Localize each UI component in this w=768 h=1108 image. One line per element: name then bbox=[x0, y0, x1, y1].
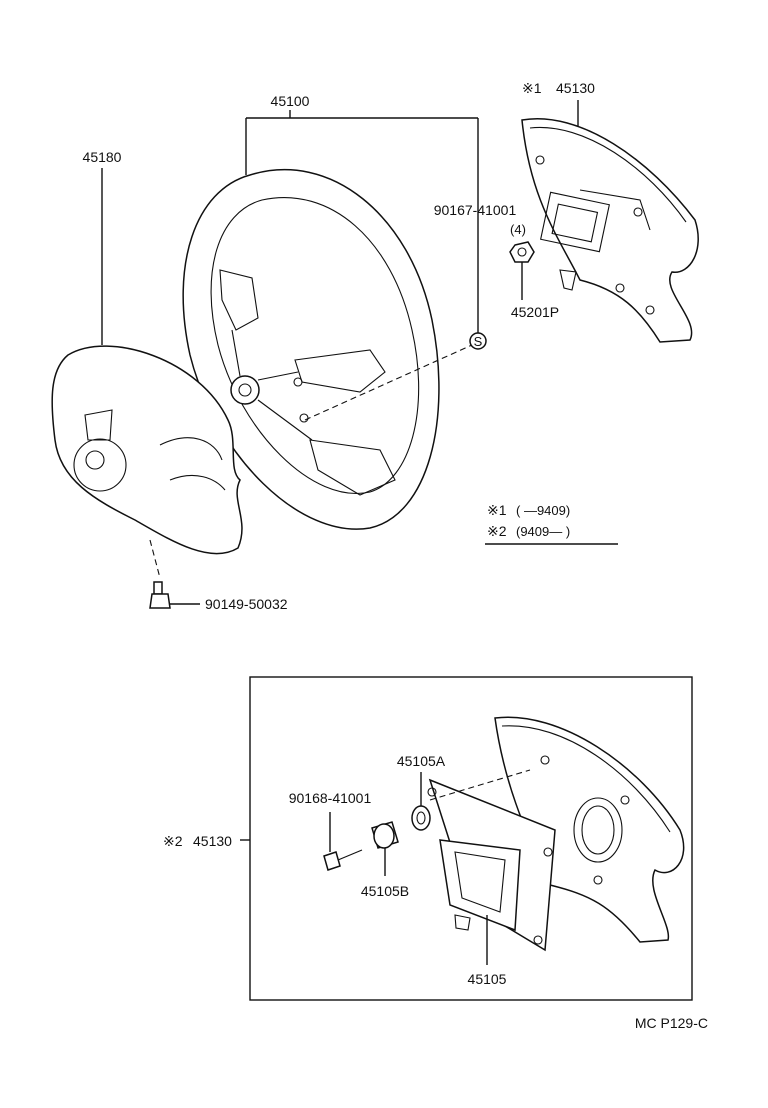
label-cover1-mark: ※1 bbox=[522, 80, 542, 96]
diagram-code: MC P129-C bbox=[635, 1015, 708, 1031]
label-90168-41001: 90168-41001 bbox=[289, 790, 372, 806]
legend-note2-mark: ※2 bbox=[487, 523, 507, 539]
nut-45201p bbox=[509, 241, 535, 263]
legend-notes: ※1 ( —9409) ※2 (9409— ) bbox=[485, 502, 618, 545]
collar-45105a bbox=[411, 772, 431, 831]
collar-45105b bbox=[371, 821, 399, 876]
label-45105b: 45105B bbox=[361, 883, 409, 899]
label-45100: 45100 bbox=[271, 93, 310, 109]
horn-pad bbox=[51, 345, 243, 555]
label-45105a: 45105A bbox=[397, 753, 446, 769]
label-cover2-part: 45130 bbox=[193, 833, 232, 849]
legend-note2-range: (9409— ) bbox=[516, 524, 570, 539]
upper-dashed-lines bbox=[149, 344, 473, 579]
label-bolt-qty: (4) bbox=[510, 222, 526, 237]
s-marker: S bbox=[469, 332, 487, 350]
lower-detail-box: ※2 45130 90168-41001 45105A 45105B 45105 bbox=[163, 676, 693, 1001]
screw-90149 bbox=[149, 581, 200, 609]
steering-wheel bbox=[182, 169, 440, 530]
label-90149-50032: 90149-50032 bbox=[205, 596, 288, 612]
label-90167-41001: 90167-41001 bbox=[434, 202, 517, 218]
screw-90168 bbox=[323, 812, 363, 871]
label-45105: 45105 bbox=[468, 971, 507, 987]
legend-note1-range: ( —9409) bbox=[516, 503, 570, 518]
label-cover1-part: 45130 bbox=[556, 80, 595, 96]
label-45180: 45180 bbox=[83, 149, 122, 165]
bracket-45105 bbox=[427, 778, 556, 952]
legend-note1-mark: ※1 bbox=[487, 502, 507, 518]
cover-45130-type1 bbox=[521, 118, 699, 343]
upper-labels: 45100 45180 90167-41001 (4) 45201P 90149… bbox=[83, 80, 596, 612]
label-45201p: 45201P bbox=[511, 304, 559, 320]
s-marker-label: S bbox=[474, 334, 483, 349]
label-cover2-mark: ※2 bbox=[163, 833, 183, 849]
